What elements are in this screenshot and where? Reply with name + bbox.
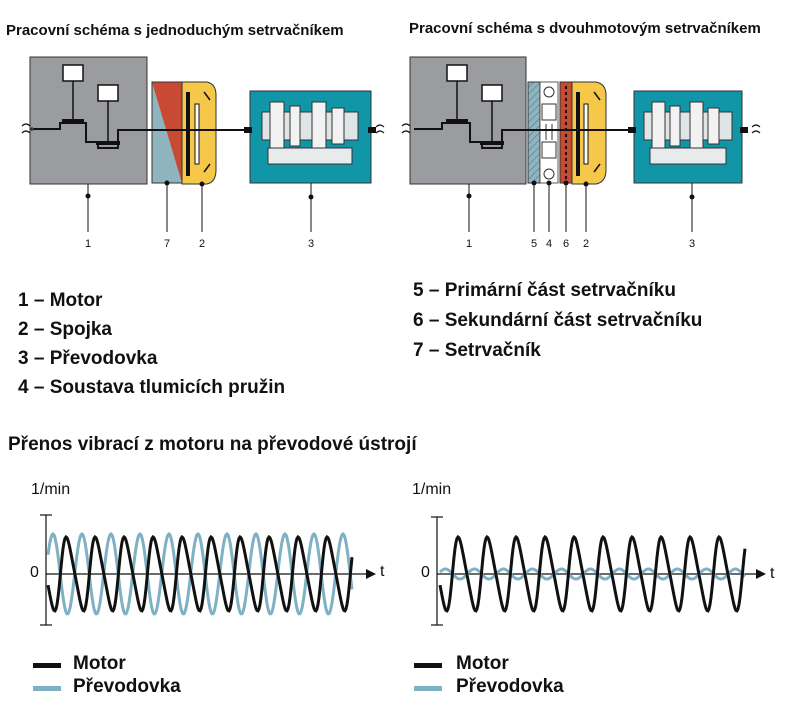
single-label-engine: 1 xyxy=(85,238,92,250)
right-motor-curve xyxy=(438,534,747,613)
dual-label-secondary: 6 xyxy=(563,238,570,250)
dual-input-shaft-icon xyxy=(401,123,411,134)
single-leader-lines xyxy=(85,180,314,232)
right-legend-gearbox-label: Převodovka xyxy=(456,676,564,697)
single-label-flywheel: 7 xyxy=(164,238,171,250)
right-x-axis-label: t xyxy=(770,565,775,582)
single-flywheel-title: Pracovní schéma s jednoduchým setrvačník… xyxy=(6,22,344,39)
vibration-section-title: Přenos vibrací z motoru na převodové úst… xyxy=(8,434,417,455)
dual-secondary-flywheel xyxy=(559,81,573,184)
left-graph-axes xyxy=(40,514,368,626)
dual-mass-flywheel-title: Pracovní schéma s dvouhmotovým setrvační… xyxy=(409,20,761,37)
left-legend-gearbox-label: Převodovka xyxy=(73,676,181,697)
single-input-shaft-icon xyxy=(21,123,31,134)
dual-label-springs: 4 xyxy=(546,238,553,250)
legend-item-7: 7 – Setrvačník xyxy=(413,340,541,361)
dual-label-primary: 5 xyxy=(531,238,538,250)
left-x-axis-label: t xyxy=(380,563,385,580)
dual-leader-lines xyxy=(466,180,695,232)
single-output-shaft-icon xyxy=(375,124,385,134)
dual-label-engine: 1 xyxy=(466,238,473,250)
single-gearbox xyxy=(244,90,376,184)
single-label-clutch: 2 xyxy=(199,238,206,250)
left-legend-motor-swatch xyxy=(33,663,61,668)
left-legend-motor-label: Motor xyxy=(73,653,126,674)
legend-item-2: 2 – Spojka xyxy=(18,319,112,340)
legend-item-4: 4 – Soustava tlumicích pružin xyxy=(18,377,286,398)
left-gearbox-curve xyxy=(46,531,354,616)
left-motor-curve xyxy=(46,534,354,613)
single-label-gearbox: 3 xyxy=(308,238,315,250)
single-flywheel xyxy=(151,81,183,184)
single-engine-block xyxy=(29,56,148,185)
right-axis-arrow-icon xyxy=(756,569,766,579)
vibration-graphs xyxy=(40,514,766,626)
dual-output-shaft-icon xyxy=(751,124,761,134)
dual-gearbox xyxy=(628,90,748,184)
drivetrain-diagrams xyxy=(21,56,761,232)
right-legend-motor-swatch xyxy=(414,663,442,668)
left-axis-arrow-icon xyxy=(366,569,376,579)
dual-clutch xyxy=(571,81,607,185)
dual-engine-block xyxy=(409,56,527,185)
left-zero-label: 0 xyxy=(30,564,39,581)
right-legend-gearbox-swatch xyxy=(414,686,442,691)
dual-label-gearbox: 3 xyxy=(689,238,696,250)
legend-item-6: 6 – Sekundární část setrvačníku xyxy=(413,310,703,331)
right-zero-label: 0 xyxy=(421,564,430,581)
legend-item-3: 3 – Převodovka xyxy=(18,348,158,369)
dual-label-clutch: 2 xyxy=(583,238,590,250)
legend-item-5: 5 – Primární část setrvačníku xyxy=(413,280,676,301)
legend-item-1: 1 – Motor xyxy=(18,290,103,311)
right-gearbox-curve xyxy=(438,567,747,581)
single-clutch xyxy=(181,81,217,185)
right-y-axis-label: 1/min xyxy=(412,481,452,498)
right-legend-motor-label: Motor xyxy=(456,653,509,674)
dual-primary-flywheel xyxy=(527,81,541,184)
left-y-axis-label: 1/min xyxy=(31,481,71,498)
dual-damper-springs xyxy=(539,81,559,184)
left-legend-gearbox-swatch xyxy=(33,686,61,691)
